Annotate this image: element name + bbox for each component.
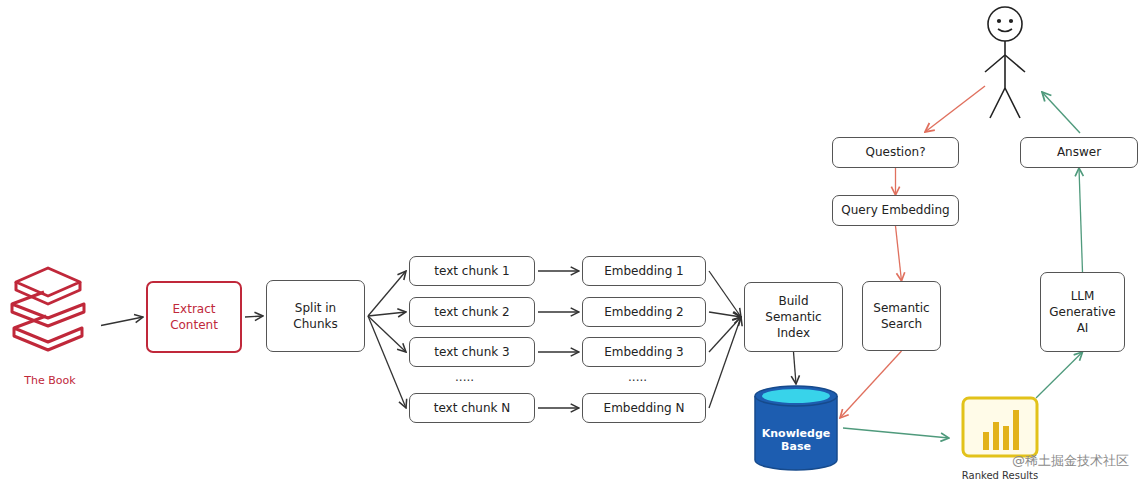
process-box: LLM Generative AI xyxy=(1040,272,1125,352)
process-box: Embedding 3 xyxy=(582,337,706,367)
ellipsis-mark: ..... xyxy=(455,370,474,384)
process-box: Split in Chunks xyxy=(266,280,365,352)
node-text: Build Semantic Index xyxy=(751,293,836,342)
node-text: Embedding 2 xyxy=(604,304,684,320)
flow-arrow xyxy=(709,317,741,408)
process-box: Embedding N xyxy=(582,393,706,423)
book-stack xyxy=(8,262,88,362)
flow-arrow xyxy=(895,168,896,195)
node-text: Embedding 1 xyxy=(604,263,684,279)
flow-arrow xyxy=(368,316,406,408)
flow-arrow xyxy=(709,317,741,352)
flow-arrow xyxy=(1079,168,1083,272)
process-box: Semantic Search xyxy=(862,281,941,351)
process-box: Build Semantic Index xyxy=(744,282,843,352)
process-box: text chunk 3 xyxy=(409,337,535,367)
node-text: Ranked Results xyxy=(962,469,1038,483)
process-box: Embedding 1 xyxy=(582,256,706,286)
process-box: Query Embedding xyxy=(832,195,959,226)
node-text: text chunk 3 xyxy=(434,344,509,360)
flow-arrow xyxy=(368,316,406,352)
process-box: text chunk 1 xyxy=(409,256,535,286)
flow-arrow xyxy=(101,317,143,326)
flow-arrow xyxy=(368,312,406,316)
process-box: Embedding 2 xyxy=(582,297,706,327)
flow-arrow xyxy=(1036,352,1083,398)
node-text: Embedding N xyxy=(604,400,685,416)
flow-arrow xyxy=(538,270,579,271)
watermark: @稀土掘金技术社区 xyxy=(1012,452,1129,470)
flow-arrow xyxy=(368,271,406,316)
node-text: text chunk 1 xyxy=(434,263,509,279)
node-text: The Book xyxy=(24,374,75,389)
node-text: Knowledge Base xyxy=(752,427,840,453)
node-text: Split in Chunks xyxy=(273,300,358,332)
node-text: Embedding 3 xyxy=(604,344,684,360)
node-text: LLM Generative AI xyxy=(1047,288,1118,337)
node-text: Answer xyxy=(1057,144,1101,160)
flow-arrow xyxy=(840,351,902,418)
node-text: Question? xyxy=(865,144,925,160)
flow-arrow xyxy=(709,271,741,317)
flow-arrow xyxy=(709,312,741,317)
process-box: Answer xyxy=(1020,137,1138,168)
flow-arrow xyxy=(794,352,797,384)
ellipsis-mark: ..... xyxy=(628,370,647,384)
book-figure: The Book xyxy=(2,258,98,393)
node-text: text chunk 2 xyxy=(434,304,509,320)
flow-arrow xyxy=(245,316,263,317)
results-icon: Ranked Results xyxy=(952,394,1048,482)
flow-arrow xyxy=(538,351,579,352)
flow-arrow xyxy=(538,407,579,408)
database-cylinder: Knowledge Base xyxy=(752,384,840,472)
node-text: Query Embedding xyxy=(841,202,949,218)
flow-arrow xyxy=(843,428,949,438)
answer-arrow xyxy=(1042,92,1080,133)
process-box: text chunk 2 xyxy=(409,297,535,327)
question-arrow xyxy=(925,86,985,132)
node-text: Semantic Search xyxy=(869,300,934,332)
stick-figure xyxy=(985,7,1025,118)
flow-arrow xyxy=(896,226,902,281)
flow-arrow xyxy=(538,311,579,312)
node-text: text chunk N xyxy=(434,400,511,416)
process-box: text chunk N xyxy=(409,393,535,423)
node-text: Extract Content xyxy=(154,301,234,333)
process-box: Extract Content xyxy=(146,281,242,353)
process-box: Question? xyxy=(832,137,959,168)
ranked-chart-icon xyxy=(961,396,1039,458)
